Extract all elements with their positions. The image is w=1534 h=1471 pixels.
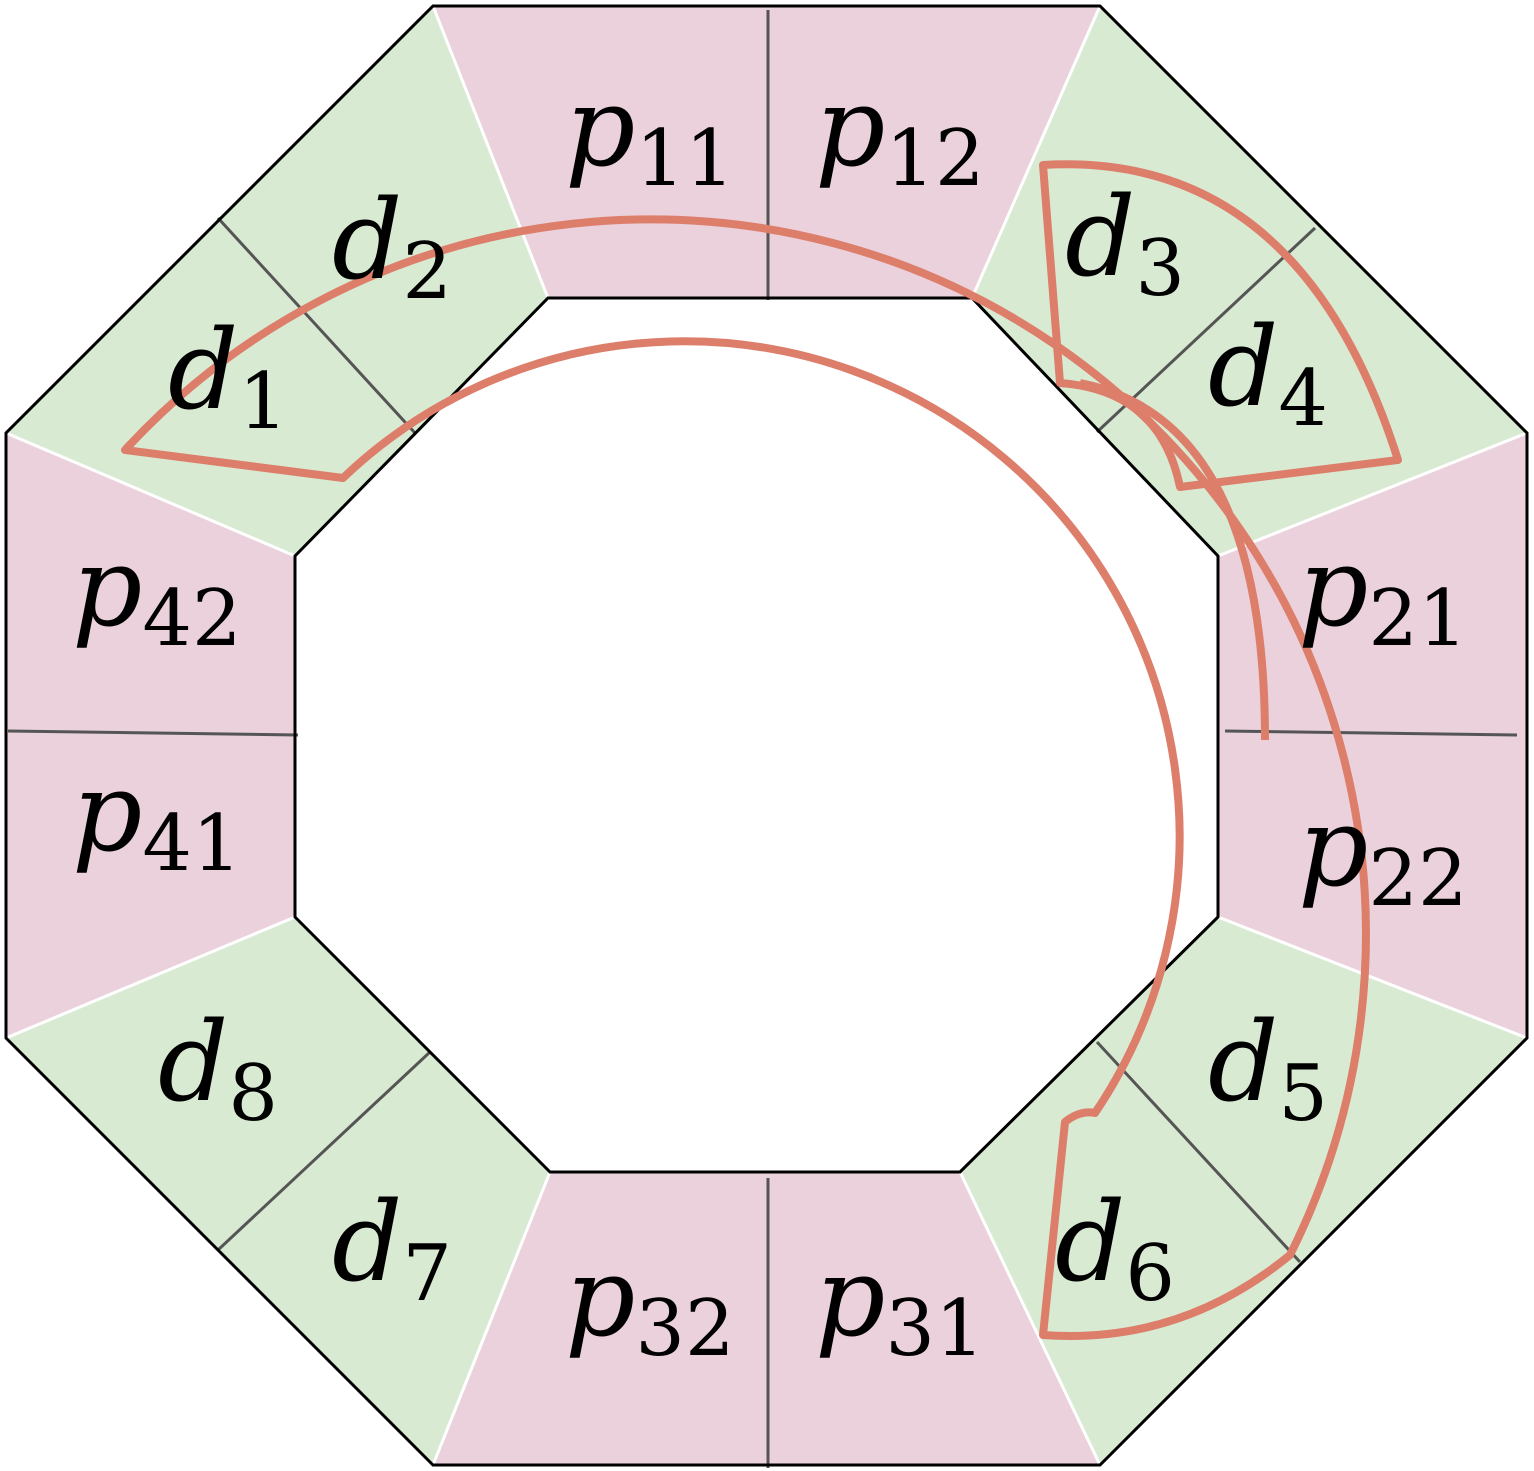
inner-octagon [293, 296, 1220, 1174]
label-p42: p42 [72, 523, 242, 664]
label-d1: d1 [168, 306, 288, 447]
label-d6: d6 [1055, 1178, 1175, 1319]
label-d5: d5 [1208, 998, 1328, 1139]
label-p41: p41 [72, 748, 242, 889]
label-d8: d8 [158, 998, 278, 1139]
highlight-large-arc [121, 215, 1370, 1340]
label-d4: d4 [1208, 303, 1328, 444]
highlight-inner-arc [1079, 379, 1269, 741]
label-p32: p32 [565, 1233, 735, 1374]
region-right-p2 [1218, 433, 1527, 1038]
label-p22: p22 [1298, 783, 1468, 924]
label-d7: d7 [332, 1178, 452, 1319]
label-p11: p11 [565, 63, 735, 204]
label-p31: p31 [815, 1233, 985, 1374]
label-d2: d2 [332, 176, 452, 317]
region-separators [5, 5, 1528, 1466]
label-d3: d3 [1065, 173, 1185, 314]
outer-octagon [4, 4, 1529, 1467]
region-left-p4 [6, 433, 295, 1038]
region-bottom-right-d5-d6 [960, 917, 1527, 1465]
label-p12: p12 [815, 63, 985, 204]
region-dividers [7, 10, 1518, 1468]
region-bottom-left-d7-d8 [6, 917, 550, 1465]
label-p21: p21 [1298, 523, 1468, 664]
